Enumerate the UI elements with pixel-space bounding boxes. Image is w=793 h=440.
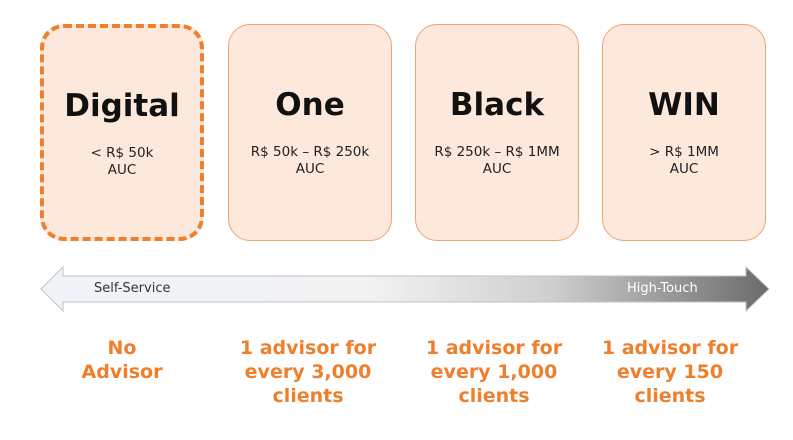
- tier-range-unit: AUC: [669, 161, 699, 177]
- service-line: clients: [458, 385, 530, 407]
- tier-name: WIN: [648, 87, 720, 123]
- service-line: 1 advisor for: [425, 337, 563, 359]
- tier-card-one: One R$ 50k – R$ 250k AUC: [228, 24, 392, 241]
- tier-aum-range: R$ 250k – R$ 1MM AUC: [416, 144, 578, 178]
- tier-range-unit: AUC: [107, 162, 137, 178]
- tier-card-digital: Digital < R$ 50k AUC: [40, 24, 204, 241]
- tier-name: One: [275, 87, 345, 123]
- service-level-win: 1 advisor for every 150 clients: [580, 336, 760, 408]
- service-line: every 150: [616, 361, 724, 383]
- service-line: 1 advisor for: [239, 337, 377, 359]
- tier-aum-range: < R$ 50k AUC: [44, 145, 200, 179]
- service-level-black: 1 advisor for every 1,000 clients: [404, 336, 584, 408]
- tier-range-value: R$ 50k – R$ 250k: [250, 144, 370, 160]
- tier-aum-range: > R$ 1MM AUC: [603, 144, 765, 178]
- tier-range-unit: AUC: [295, 161, 325, 177]
- tier-range-value: < R$ 50k: [90, 145, 154, 161]
- tier-card-black: Black R$ 250k – R$ 1MM AUC: [415, 24, 579, 241]
- service-line: Advisor: [81, 361, 163, 383]
- service-line: every 1,000: [430, 361, 558, 383]
- service-spectrum-arrow: [40, 266, 770, 312]
- self-service-label: Self-Service: [94, 281, 171, 296]
- service-line: every 3,000: [244, 361, 372, 383]
- service-level-one: 1 advisor for every 3,000 clients: [218, 336, 398, 408]
- tier-range-value: R$ 250k – R$ 1MM: [434, 144, 560, 160]
- service-line: clients: [272, 385, 344, 407]
- tier-aum-range: R$ 50k – R$ 250k AUC: [229, 144, 391, 178]
- service-line: 1 advisor for: [601, 337, 739, 359]
- spectrum-arrow-shape: [40, 266, 770, 312]
- tier-range-unit: AUC: [482, 161, 512, 177]
- service-line: clients: [634, 385, 706, 407]
- tier-card-win: WIN > R$ 1MM AUC: [602, 24, 766, 241]
- tier-name: Digital: [64, 88, 180, 124]
- service-level-digital: No Advisor: [32, 336, 212, 384]
- tier-range-value: > R$ 1MM: [649, 144, 719, 160]
- service-line: No: [107, 337, 137, 359]
- high-touch-label: High-Touch: [627, 281, 698, 296]
- tier-name: Black: [449, 87, 545, 123]
